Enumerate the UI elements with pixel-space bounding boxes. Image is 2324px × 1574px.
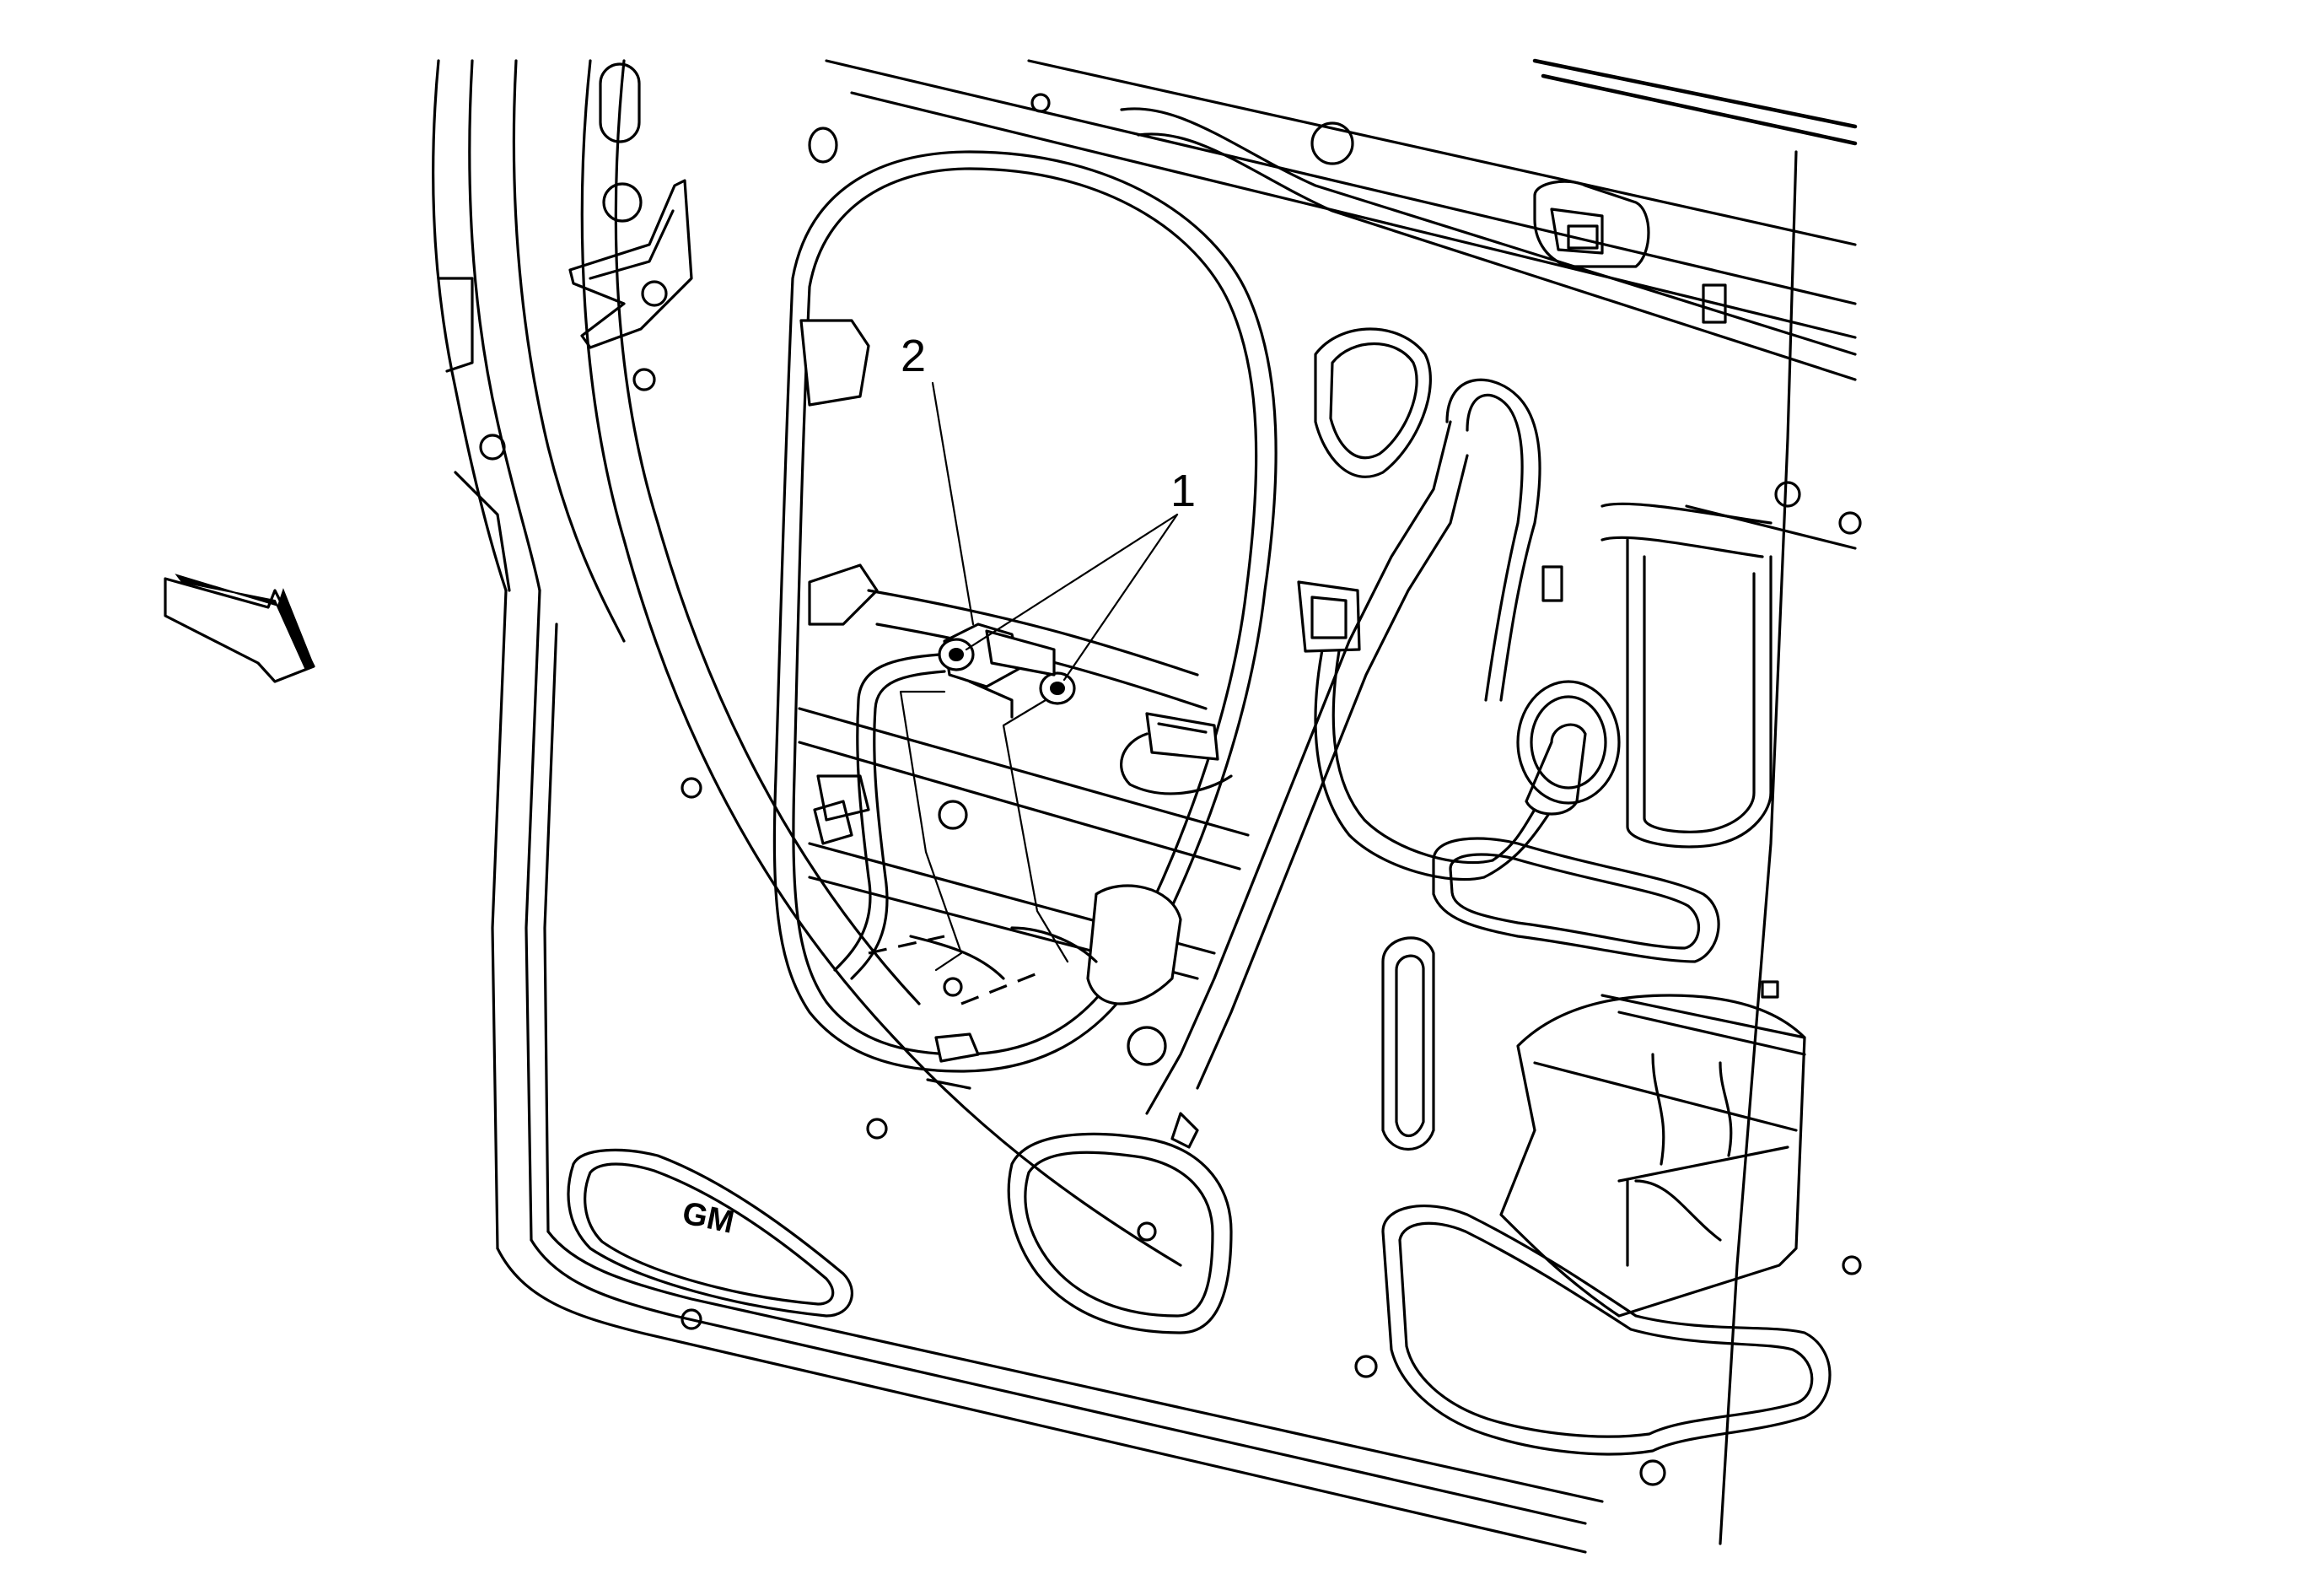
access-opening [772, 150, 1278, 1090]
upper-left-bracket [568, 179, 693, 349]
lower-left-channel [1007, 1026, 1233, 1334]
gm-logo-panel: GM [567, 1148, 853, 1318]
handle-pocket [1533, 180, 1862, 602]
upper-door-rail [825, 58, 1858, 1545]
callout-label-1: 1 [1170, 466, 1196, 516]
harness-connectors [1145, 580, 1621, 816]
callout-target-fastener-group [938, 623, 1076, 719]
stamped-channels [1145, 327, 1773, 1151]
lower-right-channel [1354, 1205, 1862, 1486]
callout-label-2: 2 [901, 331, 926, 381]
cutaway-section [1499, 980, 1806, 1318]
door-outer-frame [432, 59, 1604, 1554]
callout-labels: 1 2 [901, 331, 1196, 516]
view-direction-arrow [164, 574, 315, 683]
mounting-holes-left [479, 62, 1354, 1330]
leader-lines [899, 381, 1179, 972]
gm-logo: GM [679, 1195, 737, 1241]
